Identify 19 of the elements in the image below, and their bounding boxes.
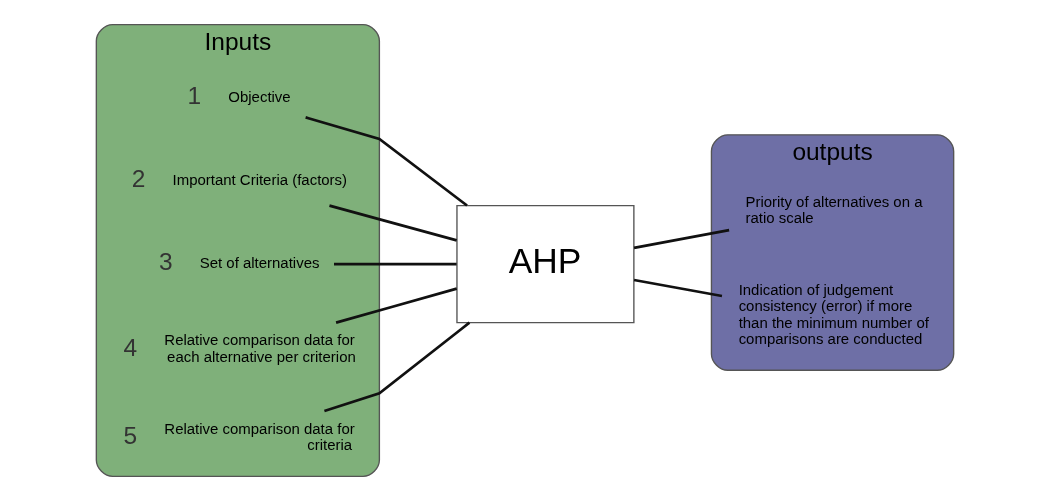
node-label: 4 [123,333,138,361]
node-label: 5 [123,422,138,450]
node-text: Relative comparison data for each alternative per criterion [164,331,356,365]
node-text: Indication of judgement consistency (error) if more than the minimum number of comparisons are conducted [738,281,929,348]
node-label: 3 [158,248,173,276]
connector [633,278,723,298]
connector [335,287,458,324]
node-text: Set of alternatives [199,253,320,271]
node-label: 1 [187,82,202,110]
node-text: Relative comparison data for criteria [164,419,355,454]
node-text: Priority of alternatives on a ratio scale [745,192,923,227]
node-label: 2 [131,165,146,193]
connector [329,204,458,242]
connector [334,262,457,266]
connector [324,321,471,413]
node-text: Important Criteria (factors) [172,170,348,188]
node-box: AHP [456,204,635,324]
node-text: Objective [228,87,291,105]
connector [305,116,468,207]
